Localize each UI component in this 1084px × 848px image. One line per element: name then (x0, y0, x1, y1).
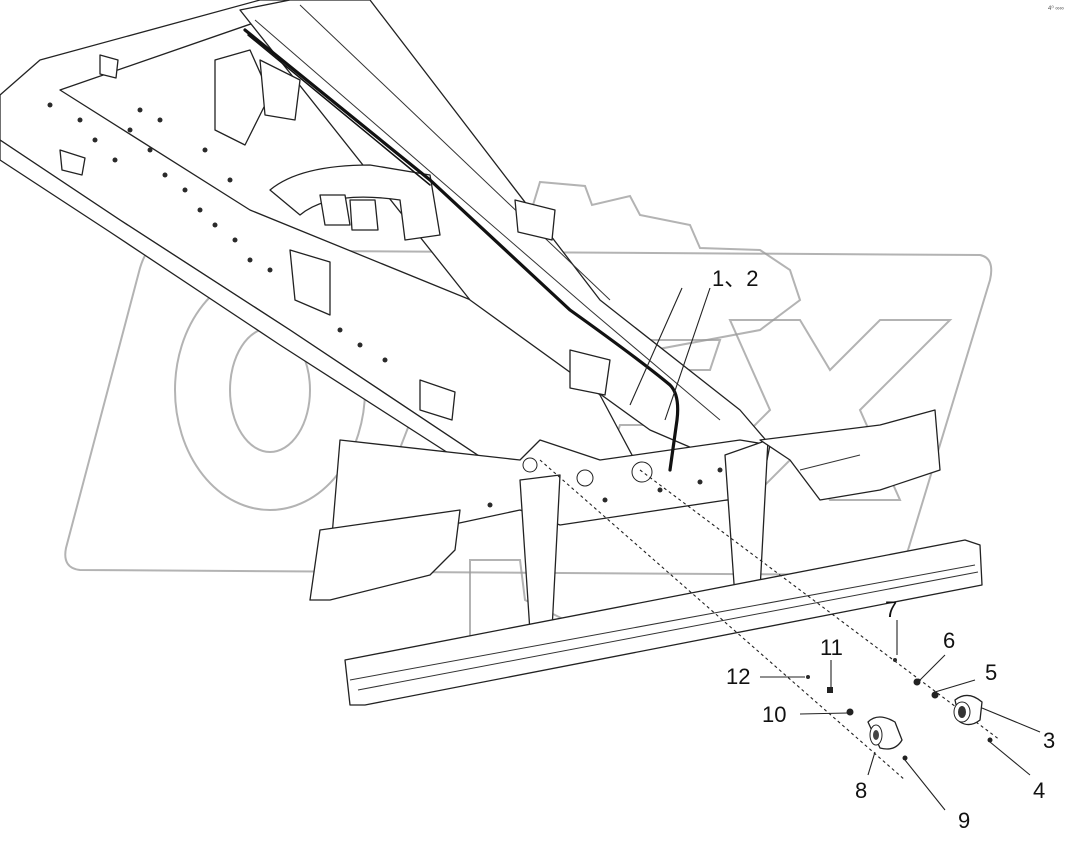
callout-4: 4 (1033, 778, 1045, 803)
leader-lines (629, 287, 1041, 811)
corner-mark: 4⁰ ∞∞ (1048, 5, 1064, 12)
callout-6: 6 (943, 628, 955, 653)
part-10-washer (846, 708, 854, 716)
part-6-washer (913, 678, 921, 686)
cross-member (269, 164, 441, 241)
callout-5: 5 (985, 660, 997, 685)
callout-12: 12 (726, 664, 750, 689)
part-5-washer (931, 691, 939, 699)
rear-extension-plate (759, 409, 941, 501)
callout-8: 8 (855, 778, 867, 803)
callout-11: 11 (820, 635, 843, 660)
callout-7: 7 (885, 597, 897, 622)
right-frame-rail (239, 0, 771, 461)
assembly-axis-right (639, 469, 1001, 741)
part-9-screw (902, 755, 908, 761)
fastener-parts (806, 658, 993, 761)
assembly-axis-left (539, 459, 906, 781)
part-4-screw (987, 737, 993, 743)
callout-1-2: 1、2 (712, 266, 758, 291)
chassis-frame (0, 0, 983, 706)
part-3-lamp-housing (953, 694, 983, 726)
rear-lower-bracket-left (309, 509, 461, 601)
bracket-plate-left (289, 249, 331, 316)
part-11-nut (827, 687, 833, 693)
wiring-harness (243, 28, 680, 472)
mounting-bracket-upper (214, 49, 271, 146)
callout-10: 10 (762, 702, 786, 727)
callout-9: 9 (958, 808, 970, 833)
callout-3: 3 (1043, 728, 1055, 753)
rear-post-left (519, 474, 561, 633)
part-8-lamp-housing (867, 716, 903, 750)
